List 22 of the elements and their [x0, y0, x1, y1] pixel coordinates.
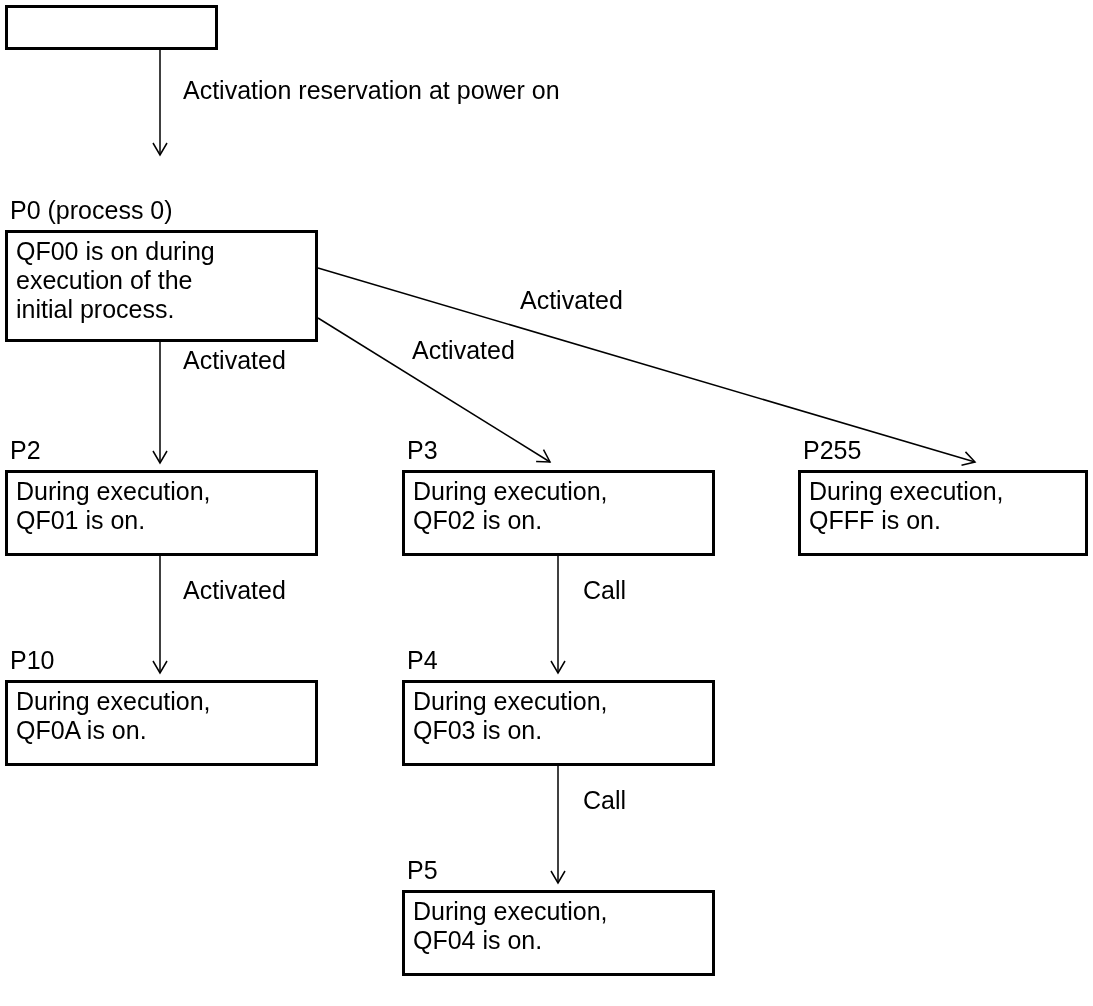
- process-label: P10: [10, 646, 55, 675]
- process-description: During execution, QFFF is on.: [809, 477, 1004, 534]
- process-description: QF00 is on during execution of the initial process.: [16, 237, 215, 323]
- arrow: [550, 555, 566, 674]
- process-label: P5: [407, 856, 438, 885]
- process-description: During execution, QF0A is on.: [16, 687, 211, 744]
- process-label: P2: [10, 436, 41, 465]
- process-description: During execution, QF01 is on.: [16, 477, 211, 534]
- process-label: P4: [407, 646, 438, 675]
- process-label: P255: [803, 436, 862, 465]
- process-description: During execution, QF02 is on.: [413, 477, 608, 534]
- arrow: [152, 49, 168, 156]
- process-description: During execution, QF04 is on.: [413, 897, 608, 954]
- arrow: [152, 341, 168, 464]
- process-label: P3: [407, 436, 438, 465]
- arrow: [152, 555, 168, 674]
- process-label: P0 (process 0): [10, 196, 173, 225]
- arrow: [550, 765, 566, 884]
- empty-box: [5, 5, 218, 50]
- arrow: [317, 267, 976, 467]
- arrow: [317, 317, 551, 463]
- process-description: During execution, QF03 is on.: [413, 687, 608, 744]
